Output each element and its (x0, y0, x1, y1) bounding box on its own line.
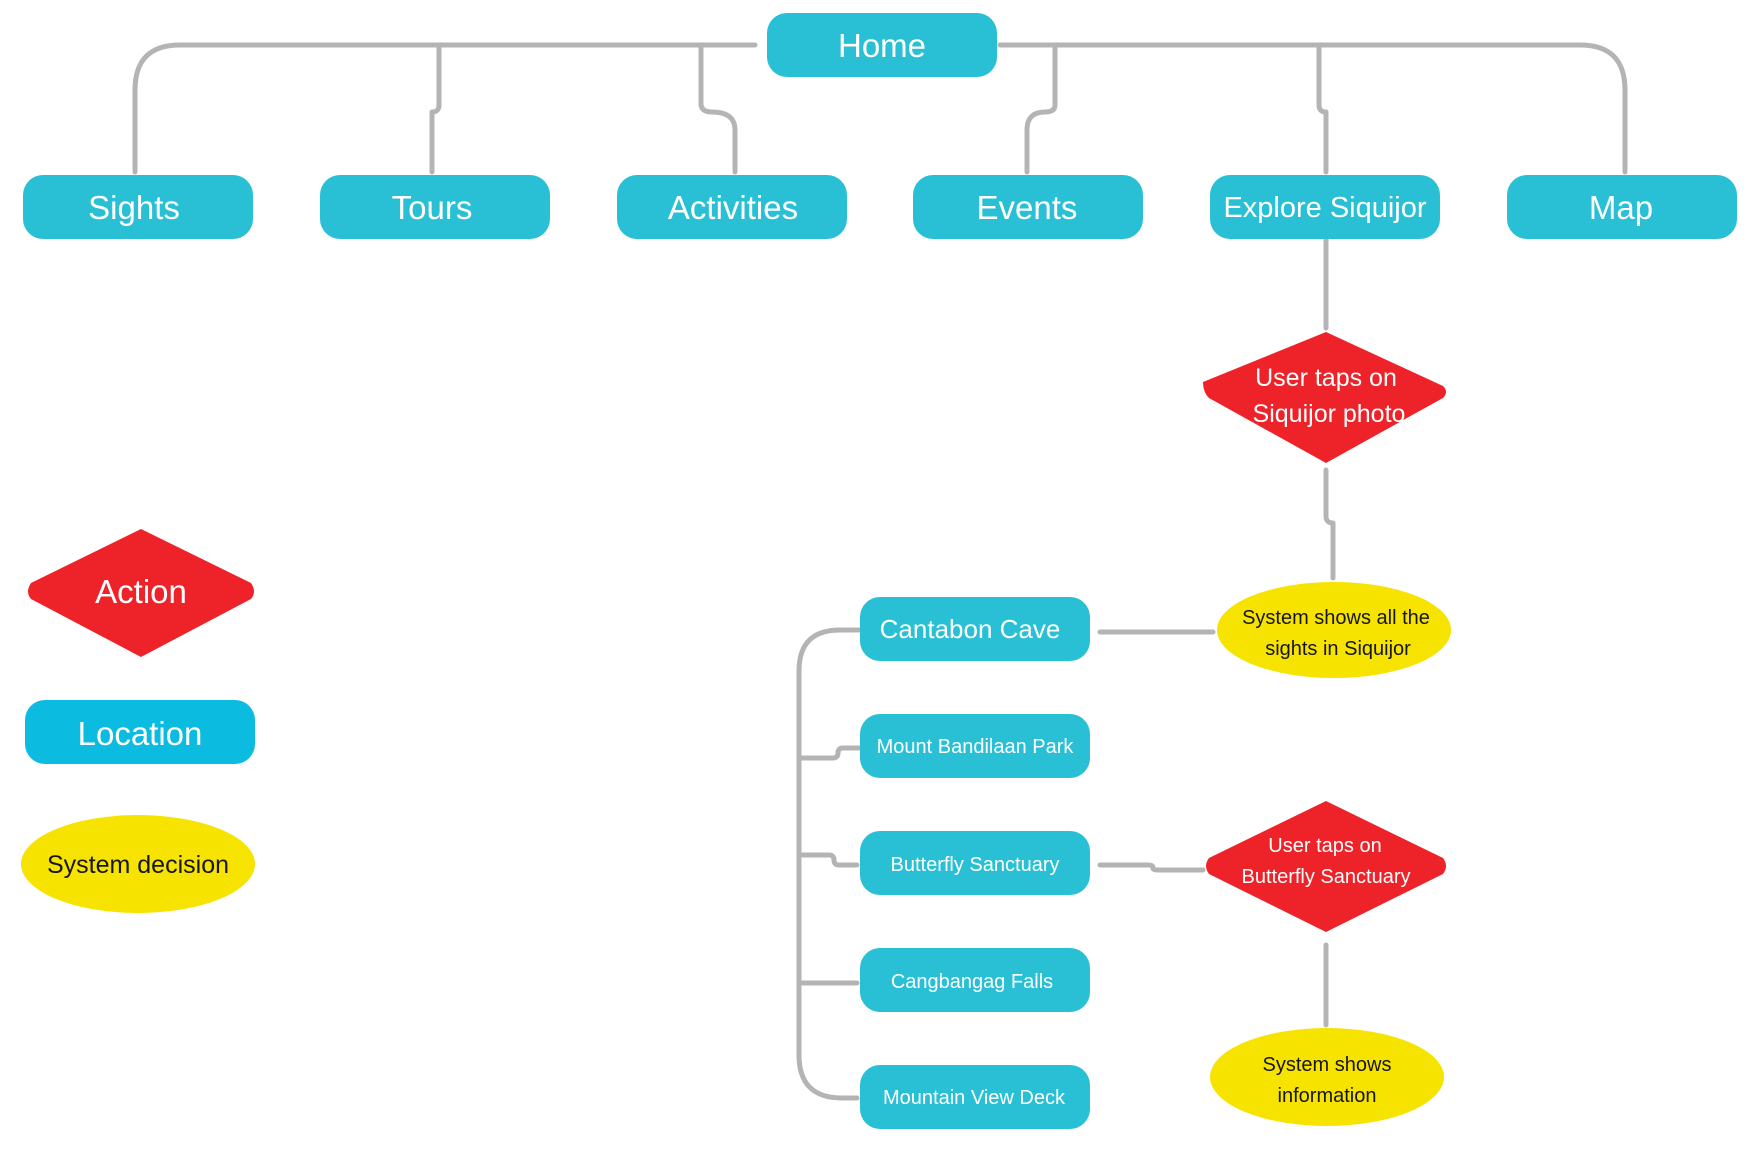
legend-system-decision: System decision (21, 815, 255, 913)
legend-action-label: Action (95, 573, 187, 610)
action-2-line2: Butterfly Sanctuary (1242, 866, 1411, 888)
nav-explore-siquijor-label: Explore Siquijor (1223, 192, 1426, 224)
sight-cantabon-cave-label: Cantabon Cave (880, 614, 1061, 644)
system-2-line1: System shows (1263, 1054, 1392, 1076)
connectors (132, 42, 1628, 1101)
system-1-line1: System shows all the (1242, 607, 1430, 629)
connector-home-tours (429, 42, 442, 175)
sight-butterfly-sanctuary[interactable]: Butterfly Sanctuary (860, 831, 1090, 895)
connector-action-system (1323, 467, 1336, 581)
nav-tours[interactable]: Tours (320, 175, 550, 239)
system-shows-sights: System shows all the sights in Siquijor (1217, 582, 1451, 678)
nav-events-label: Events (977, 189, 1078, 226)
action-1-line1: User taps on (1255, 364, 1397, 392)
home-label: Home (838, 27, 926, 64)
connector-sights-trunk (796, 627, 882, 1101)
nav-sights-label: Sights (88, 189, 180, 226)
connector-trunk-bandilaan (796, 745, 873, 761)
action-tap-butterfly-sanctuary: User taps on Butterfly Sanctuary (1206, 801, 1446, 932)
connector-home-right (997, 42, 1628, 175)
legend-location: Location (25, 700, 255, 764)
sight-butterfly-sanctuary-label: Butterfly Sanctuary (891, 854, 1060, 876)
nav-activities[interactable]: Activities (617, 175, 847, 239)
sight-cantabon-cave[interactable]: Cantabon Cave (860, 597, 1090, 661)
connector-trunk-butterfly (796, 852, 860, 868)
nav-explore-siquijor[interactable]: Explore Siquijor (1210, 175, 1440, 239)
connector-butterfly-action (1097, 862, 1206, 873)
home-node[interactable]: Home (767, 13, 997, 77)
legend-system-label: System decision (47, 851, 229, 879)
nav-tours-label: Tours (392, 189, 473, 226)
nav-activities-label: Activities (668, 189, 798, 226)
action-1-line2: Siquijor photo (1253, 400, 1406, 428)
sight-mountain-view-deck[interactable]: Mountain View Deck (860, 1065, 1090, 1129)
legend: Action Location System decision (21, 529, 255, 913)
nav-sights[interactable]: Sights (23, 175, 253, 239)
nav-events[interactable]: Events (913, 175, 1143, 239)
nav-map[interactable]: Map (1507, 175, 1737, 239)
legend-location-label: Location (78, 715, 203, 752)
connector-home-events (1024, 42, 1058, 175)
sight-mount-bandilaan-park[interactable]: Mount Bandilaan Park (860, 714, 1090, 778)
sight-mountain-view-deck-label: Mountain View Deck (883, 1087, 1066, 1109)
nav-map-label: Map (1589, 189, 1653, 226)
action-tap-siquijor-photo: User taps on Siquijor photo (1203, 332, 1446, 463)
system-2-line2: information (1278, 1085, 1377, 1107)
sight-mount-bandilaan-park-label: Mount Bandilaan Park (877, 736, 1075, 758)
connector-home-activities (698, 42, 738, 175)
action-2-line1: User taps on (1268, 835, 1381, 857)
connector-home-left (132, 42, 758, 175)
sight-cangbangag-falls[interactable]: Cangbangag Falls (860, 948, 1090, 1012)
sight-cangbangag-falls-label: Cangbangag Falls (891, 971, 1053, 993)
system-1-line2: sights in Siquijor (1265, 638, 1411, 660)
connector-home-explore (1316, 42, 1329, 175)
system-shows-information: System shows information (1210, 1028, 1444, 1126)
legend-action: Action (28, 529, 254, 657)
